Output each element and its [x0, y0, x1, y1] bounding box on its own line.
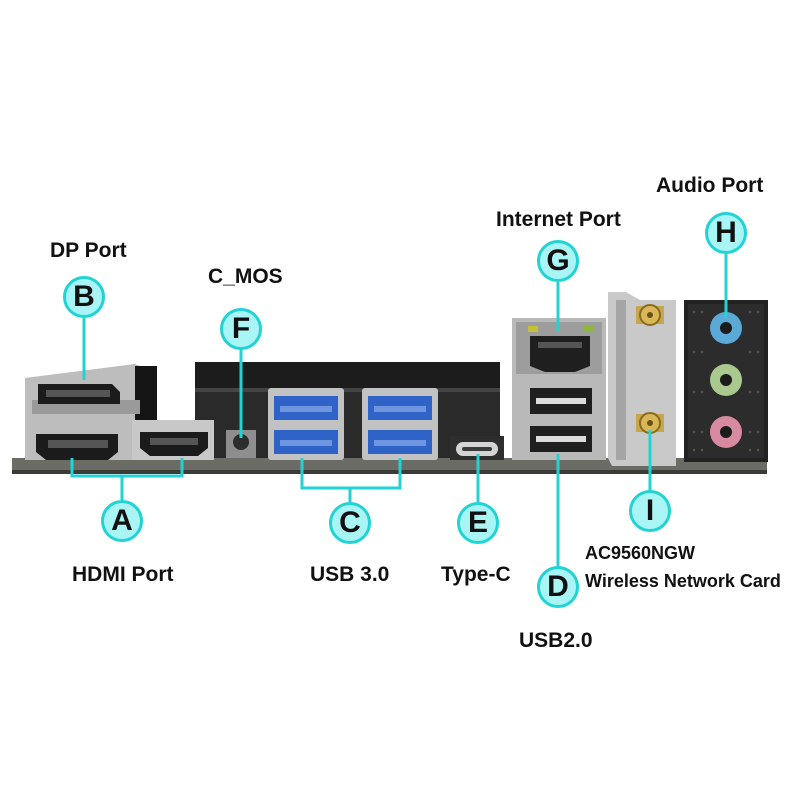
audio-jack-green-hole — [720, 374, 732, 386]
usb3-port-2-tongue — [280, 440, 332, 446]
label-typec: Type-C — [441, 563, 511, 586]
usb3-port-1-tongue — [280, 406, 332, 412]
antenna-connector-1-pin — [647, 312, 653, 318]
lan-port — [530, 336, 590, 372]
usb3-port-4-tongue — [374, 440, 426, 446]
callout-a-bracket — [70, 458, 184, 478]
badge-d: D — [537, 566, 579, 608]
backplate-edge — [195, 388, 500, 392]
badge-a: A — [101, 500, 143, 542]
antenna-connector-2-pin — [647, 420, 653, 426]
board-edge-shadow — [12, 470, 767, 474]
label-wifi-desc: Wireless Network Card — [585, 571, 781, 591]
badge-h: H — [705, 212, 747, 254]
hdmi-port-lower-pins — [48, 440, 108, 448]
label-wifi-model: AC9560NGW — [585, 543, 696, 563]
dp-port-pins — [46, 390, 110, 397]
badge-g: G — [537, 240, 579, 282]
board-edge — [12, 458, 767, 472]
usb2-port-2-tongue — [536, 436, 586, 442]
wifi-bracket-edge — [616, 300, 626, 460]
badge-c: C — [329, 502, 371, 544]
cmos-button — [233, 434, 249, 450]
audio-mesh-dots — [692, 310, 760, 452]
label-cmos: C_MOS — [208, 265, 283, 288]
label-hdmi-port: HDMI Port — [72, 563, 174, 586]
hdmi-port-pins — [150, 438, 198, 445]
badge-f: F — [220, 308, 262, 350]
badge-e: E — [457, 502, 499, 544]
typec-tongue — [462, 447, 492, 451]
badge-b: B — [63, 276, 105, 318]
usb3-port-3-tongue — [374, 406, 426, 412]
label-internet-port: Internet Port — [496, 208, 621, 231]
audio-jack-blue-hole — [720, 322, 732, 334]
label-dp-port: DP Port — [50, 239, 127, 262]
lan-led-left — [528, 326, 538, 332]
label-usb2: USB2.0 — [519, 629, 593, 652]
lan-led-right — [584, 326, 594, 332]
dp-hdmi-housing-back — [135, 366, 157, 426]
lan-port-pins — [538, 342, 582, 348]
audio-jack-pink-hole — [720, 426, 732, 438]
callout-lines — [70, 254, 728, 568]
label-audio-port: Audio Port — [656, 174, 764, 197]
usb2-port-1-tongue — [536, 398, 586, 404]
label-usb3: USB 3.0 — [310, 563, 390, 586]
badge-i: I — [629, 490, 671, 532]
